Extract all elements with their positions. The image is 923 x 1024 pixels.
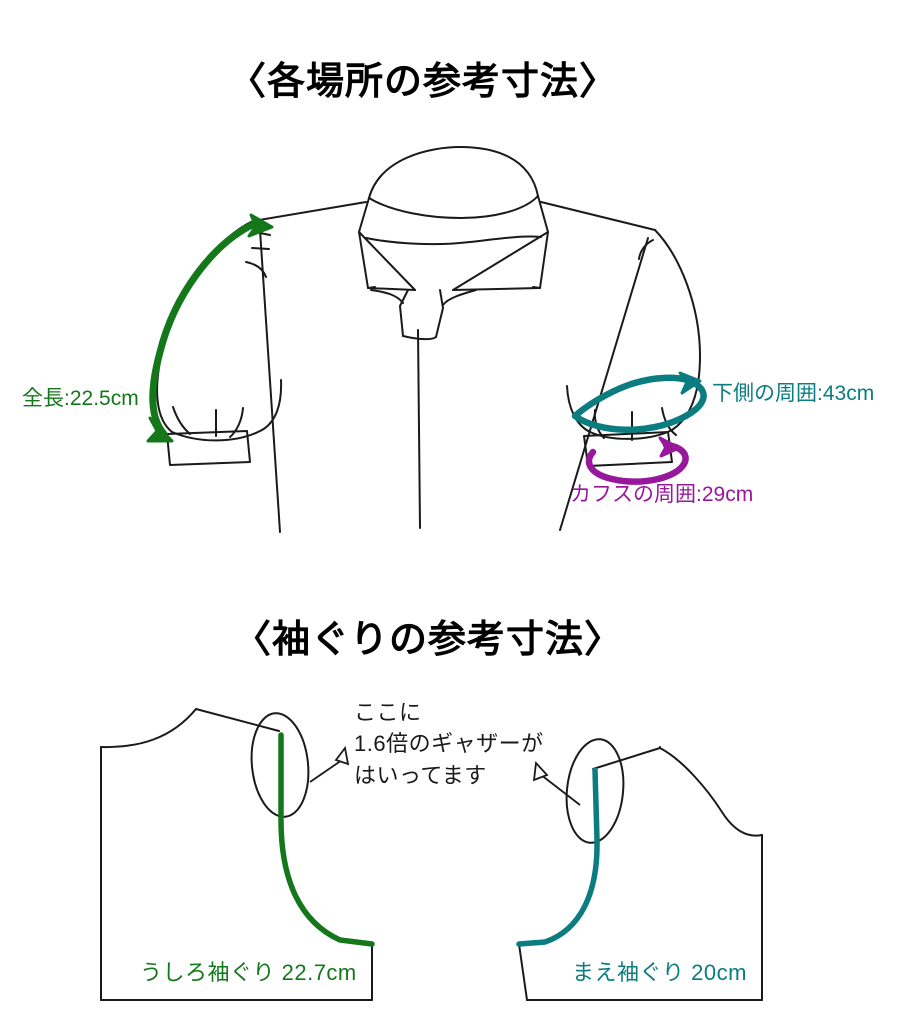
gather-note-line-1: ここに <box>354 700 422 725</box>
cuff-left <box>166 430 251 466</box>
side-seam-left <box>259 229 281 533</box>
placket-top-left <box>399 289 409 337</box>
placket-top-right <box>435 289 444 338</box>
hem-gather-left-3 <box>229 407 244 438</box>
sleeve-length-marker <box>146 213 274 443</box>
collar-inner-left <box>370 289 404 304</box>
cuff-circumference-loop <box>585 441 689 485</box>
neck-seam <box>365 235 542 246</box>
lower-circumference-marker <box>571 371 707 433</box>
front-bodice-piece <box>518 746 763 1001</box>
collar-inner-right <box>442 289 477 306</box>
back-neckline <box>100 708 197 749</box>
gather-tick-right-1 <box>638 239 654 260</box>
back-gather-zone-ellipse <box>250 712 310 818</box>
back-armhole-curve <box>278 732 375 947</box>
cuff-circumference-label: カフスの周囲:29cm <box>570 483 754 506</box>
front-shoulder <box>592 747 661 770</box>
collar-left-fold <box>358 231 416 291</box>
lower-circumference-arrowhead <box>678 371 702 395</box>
front-side-seam <box>518 943 528 1001</box>
front-gather-zone-ellipse <box>565 738 625 844</box>
collar-right-fold <box>452 231 549 291</box>
lower-circumference-label: 下側の周囲:43cm <box>712 382 875 405</box>
cuff-circumference-marker <box>585 436 689 485</box>
gather-tick-left-2 <box>251 247 270 250</box>
side-seam-right <box>559 237 649 531</box>
placket-top-curve <box>402 335 437 341</box>
front-gather-pointer <box>532 760 581 806</box>
front-armhole-label: まえ袖ぐり 20cm <box>572 960 747 985</box>
back-bodice-piece <box>100 708 373 1001</box>
armhole-section-title: 〈袖ぐりの参考寸法〉 <box>233 617 624 661</box>
sleeve-left-hem <box>171 379 283 442</box>
front-neckline <box>659 747 763 837</box>
front-armhole-curve <box>516 767 600 947</box>
collar-right-edge <box>452 287 541 291</box>
collar-stand-top <box>368 146 539 199</box>
gather-note-line-2: 1.6倍のギャザーが <box>354 731 544 756</box>
sleeve-length-arrowhead-bottom <box>146 416 174 443</box>
gather-note-line-3: はいってます <box>354 763 487 788</box>
gather-tick-left-3 <box>245 261 267 278</box>
sleeve-right-hem <box>566 385 673 440</box>
center-placket <box>417 329 421 529</box>
sleeve-length-arc <box>149 220 258 438</box>
back-shoulder <box>195 708 280 732</box>
shoulder-right <box>540 201 656 231</box>
garment-section-title: 〈各場所の参考寸法〉 <box>228 59 619 103</box>
collar-stand-bottom <box>368 195 539 219</box>
shoulder-left <box>252 201 367 222</box>
sleeve-length-label: 全長:22.5cm <box>22 387 139 410</box>
cuff-circumference-arrowhead <box>658 436 681 458</box>
back-gather-pointer <box>309 745 350 783</box>
back-armhole-label: うしろ袖ぐり 22.7cm <box>140 960 357 985</box>
sleeve-length-arrowhead-top <box>247 213 274 238</box>
